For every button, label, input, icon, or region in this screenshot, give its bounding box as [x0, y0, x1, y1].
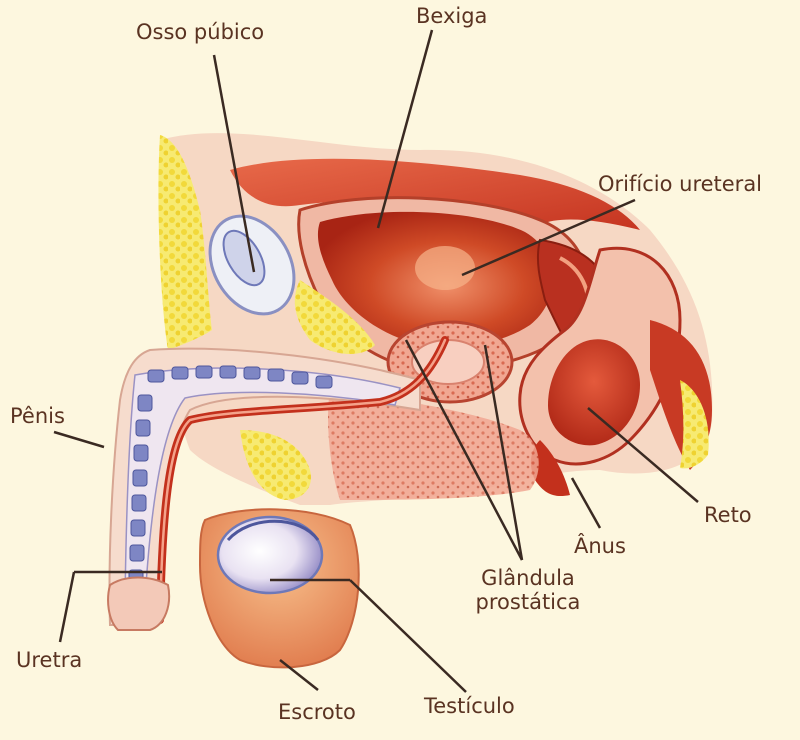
label-glandula-line1: Glândula [481, 566, 575, 590]
pelvic-fat [294, 280, 375, 355]
leader-lines [53, 29, 699, 693]
testicle [216, 515, 324, 595]
leader-anus [570, 477, 602, 529]
peritoneum-layer [230, 158, 640, 230]
label-anus: Ânus [574, 534, 626, 558]
abdominal-fat [158, 135, 212, 350]
label-reto: Reto [704, 503, 752, 527]
leader-penis [53, 430, 105, 449]
leader-glandula-1 [404, 339, 524, 561]
leader-osso-pubico [212, 54, 256, 273]
perineal-tissue [328, 390, 539, 500]
leader-escroto [279, 659, 319, 691]
leader-testiculo [349, 579, 467, 693]
label-bexiga: Bexiga [416, 4, 488, 28]
penile-fat [240, 430, 311, 500]
label-glandula-prostatica: Glândula prostática [468, 566, 588, 614]
label-testiculo: Testículo [424, 694, 515, 718]
posterior-fat [680, 380, 709, 469]
label-escroto: Escroto [278, 700, 356, 724]
leader-uretra-stem [58, 571, 76, 643]
urethra-lumen [158, 338, 447, 622]
corpus-cavernosum [124, 367, 401, 601]
epididymis [226, 519, 320, 542]
glans [107, 576, 170, 631]
anal-canal [530, 440, 570, 497]
rectum-lumen [548, 339, 640, 446]
label-osso-pubico: Osso púbico [136, 20, 265, 44]
label-uretra: Uretra [16, 648, 83, 672]
label-orificio-ureteral: Orifício ureteral [598, 172, 763, 196]
label-penis: Pênis [10, 404, 65, 428]
bladder-highlight [415, 246, 475, 290]
leader-reto [587, 407, 699, 503]
label-glandula-line2: prostática [475, 590, 581, 615]
leader-glandula-2 [483, 344, 524, 561]
leader-orificio-ureteral [461, 198, 636, 277]
leader-bexiga [376, 29, 434, 229]
